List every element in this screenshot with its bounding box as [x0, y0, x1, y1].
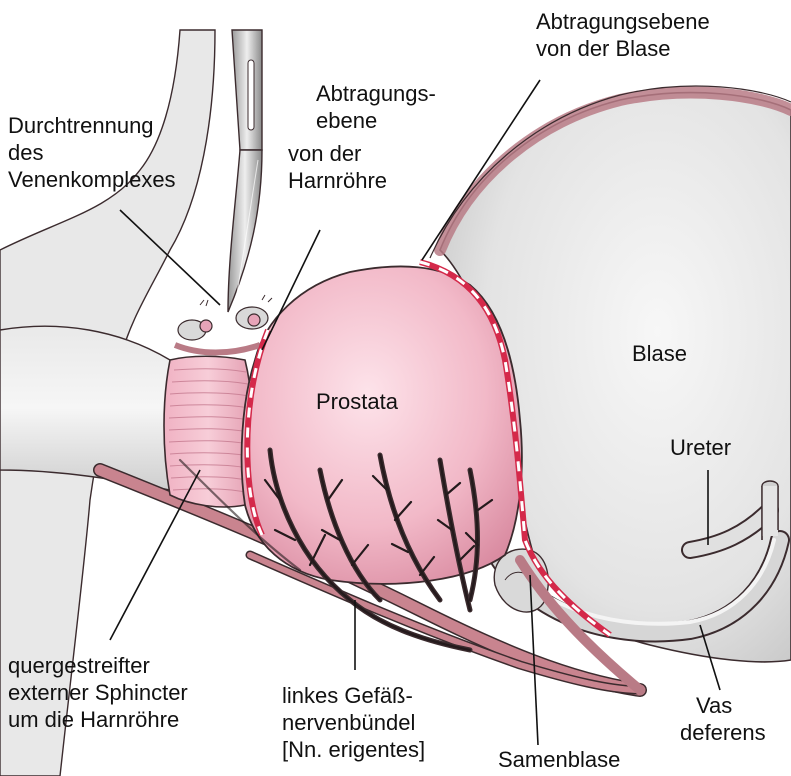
- label-prostata: Prostata: [316, 388, 398, 415]
- label-samenblase: Samenblase: [498, 746, 620, 773]
- external-sphincter: [164, 356, 253, 507]
- label-vas-deferens: Vas deferens: [680, 692, 766, 746]
- label-ureter: Ureter: [670, 434, 731, 461]
- label-nervenbuendel: linkes Gefäß- nervenbündel [Nn. erigente…: [282, 682, 425, 763]
- scalpel-icon: [228, 30, 262, 312]
- label-abtragungsebene-harnroehre: Abtragungs- ebene von der Harnröhre: [288, 80, 436, 194]
- venous-complex: [175, 295, 272, 353]
- label-sphincter: quergestreifter externer Sphincter um di…: [8, 652, 188, 733]
- label-blase: Blase: [632, 340, 687, 367]
- label-durchtrennung: Durchtrennung des Venenkomplexes: [8, 112, 176, 193]
- label-abtragungsebene-blase: Abtragungsebene von der Blase: [536, 8, 710, 62]
